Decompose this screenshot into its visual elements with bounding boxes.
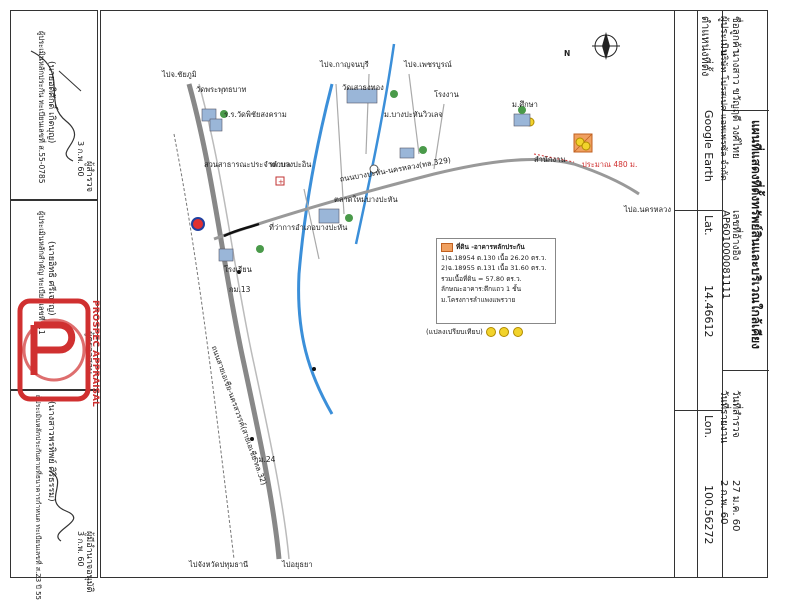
- comparables-note-text: (แปลงเปรียบเทียบ): [426, 328, 483, 336]
- signature-scribble-3: [48, 470, 75, 542]
- label-to-ayutthaya: ไปอยุธยา: [282, 560, 313, 569]
- highway-32: [186, 83, 282, 560]
- coin-3-icon: [512, 327, 523, 337]
- road-329: [213, 157, 640, 241]
- railway: [173, 133, 235, 560]
- company-value: บริษัท โปรสเปค แอพเพรซัล จำกัด: [718, 50, 728, 181]
- legend-line-3: รวมเนื้อที่ดิน = 57.80 ตร.ว.: [441, 274, 522, 283]
- hospital-icon: [275, 176, 285, 186]
- river-east: [354, 43, 396, 245]
- label-temple-1: วัดพระพุทธบาท: [196, 85, 247, 94]
- label-temple-2: วัดเสาธงทอง: [342, 83, 384, 92]
- legend-swatch: [441, 242, 453, 252]
- label-km-13: กม.13: [229, 285, 251, 294]
- sig1-cert: ผู้ประเมินหลักประกัน ทะเบียนเลขที่ ส.55-…: [37, 31, 46, 184]
- sig1-date: 3 ก.พ. 60: [76, 141, 85, 177]
- legend-line-4: ลักษณะอาคาร:ตึกแถว 1 ชั้น: [441, 285, 522, 293]
- map-title: แผนที่แสดงที่ตั้งทรัพย์สินและบริเวณใกล้เ…: [749, 120, 763, 350]
- label-park: สวนสาธารณะประจำตำบล: [204, 160, 291, 169]
- highway-32-lane: [198, 83, 290, 560]
- signature-box-approver: ผู้มีอำนาจอนุมัติ (นางสาวพรทิพย์ ศิริธรร…: [10, 390, 98, 600]
- sig1-name: (นายอดิศักดิ์ เกิดบุญ): [46, 61, 56, 144]
- label-market: ตลาดใหม่บางปะหัน: [334, 195, 398, 204]
- label-to-nakhon-luang: ไปอ.นครหลวง: [624, 205, 672, 214]
- comparables-note: (แปลงเปรียบเทียบ): [426, 327, 523, 338]
- location-label: ตำแหน่งที่ตั้ง: [699, 16, 712, 77]
- lon-label: Lon.: [702, 415, 715, 439]
- signature-box-checker: ผู้ตรวจสอบ (นายอิทธิ ศรีเจริญ) ผู้ประเมิ…: [10, 200, 98, 390]
- legend-line-5: ม.โครงการลำแพงแพรวาย: [441, 295, 516, 304]
- ref-value: AP601000081111: [720, 210, 731, 300]
- legend-title: ที่ดิน -อาคารหลักประกัน: [456, 243, 525, 251]
- label-district-office: ที่ว่าการอำเภอบางปะหัน: [269, 223, 348, 232]
- label-to-pathum-thani: ไปจังหวัดปทุมธานี: [189, 560, 249, 569]
- police-icon: [369, 164, 379, 174]
- label-to-kanchanaburi: ไปจ.กาญจนบุรี: [320, 60, 369, 69]
- north-arrow-icon: [592, 32, 620, 60]
- label-to-khok-samrong: ไปจ.เพชรบูรณ์: [404, 60, 452, 69]
- coin-2-icon: [499, 327, 510, 337]
- map-drawing: +: [173, 32, 640, 560]
- coin-1-icon: [486, 327, 497, 337]
- lat-label: Lat.: [702, 215, 715, 236]
- svg-text:+: +: [278, 178, 284, 186]
- sig3-name: (นางสาวพรทิพย์ ศิริธรรม): [46, 401, 56, 502]
- label-factory: โรงงาน: [434, 90, 459, 99]
- river-west: [297, 83, 334, 415]
- sig3-cert: ผู้ประเมินหลักประกันตามที่ธนาคารกำหนด ทะ…: [34, 395, 42, 600]
- signature-scribble-1: [30, 50, 82, 162]
- legend-line-2: 2)ฉ.18955 ต.131 เนื้อ 31.60 ตร.ว.: [441, 264, 547, 272]
- map-frame: [100, 10, 768, 578]
- location-map: + N ไปจ.ชัยภูมิ ไปจ.กาญจนบุรี ไปจ.เพชรบู…: [104, 14, 672, 574]
- label-hospital: รพ.บางปะอิน: [269, 160, 312, 169]
- lat-value: 14.46612: [702, 285, 715, 338]
- label-distance: ประมาณ 480 ม.: [582, 160, 638, 169]
- report-value: 2 ก.พ. 60: [718, 480, 729, 525]
- legend-title-row: ที่ดิน -อาคารหลักประกัน: [441, 242, 551, 253]
- sig3-date: 3 ก.พ. 60: [76, 531, 85, 567]
- signature-box-surveyor: ผู้สำรวจ (นายอดิศักดิ์ เกิดบุญ) ผู้ประเม…: [10, 10, 98, 200]
- label-km-24: กม.24: [254, 455, 276, 464]
- label-company: ม.ศึกษา: [512, 100, 538, 109]
- road-junction: [223, 222, 260, 238]
- location-value: Google Earth: [702, 110, 715, 182]
- company-stamp: [17, 298, 91, 402]
- stamp-text: PROSPEC APPRAISAL: [90, 300, 100, 407]
- lon-value: 100.56272: [702, 485, 715, 545]
- label-office: สำนักงาน: [534, 155, 566, 164]
- label-village: ม.บางปะหันวิวเลจ: [384, 110, 443, 119]
- legend-box: ที่ดิน -อาคารหลักประกัน 1)ฉ.18954 ต.130 …: [436, 238, 556, 324]
- legend-line-1: 1)ฉ.18954 ต.130 เนื้อ 26.20 ตร.ว.: [441, 253, 547, 262]
- north-label: N: [564, 49, 571, 58]
- label-to-chaiyaphum: ไปจ.ชัยภูมิ: [162, 70, 197, 79]
- label-school-2: โรงเรียน: [224, 265, 252, 274]
- gas-station-icon: [191, 217, 205, 231]
- comparable-3: [581, 141, 591, 151]
- report-label: วันที่รายงาน: [718, 390, 729, 444]
- signature-strip: ผู้สำรวจ (นายอดิศักดิ์ เกิดบุญ) ผู้ประเม…: [10, 10, 100, 600]
- info-strip: แผนที่แสดงที่ตั้งทรัพย์สินและบริเวณใกล้เ…: [674, 10, 769, 578]
- label-school-1: ร.ร.วัดพิชัยสงคราม: [224, 110, 287, 119]
